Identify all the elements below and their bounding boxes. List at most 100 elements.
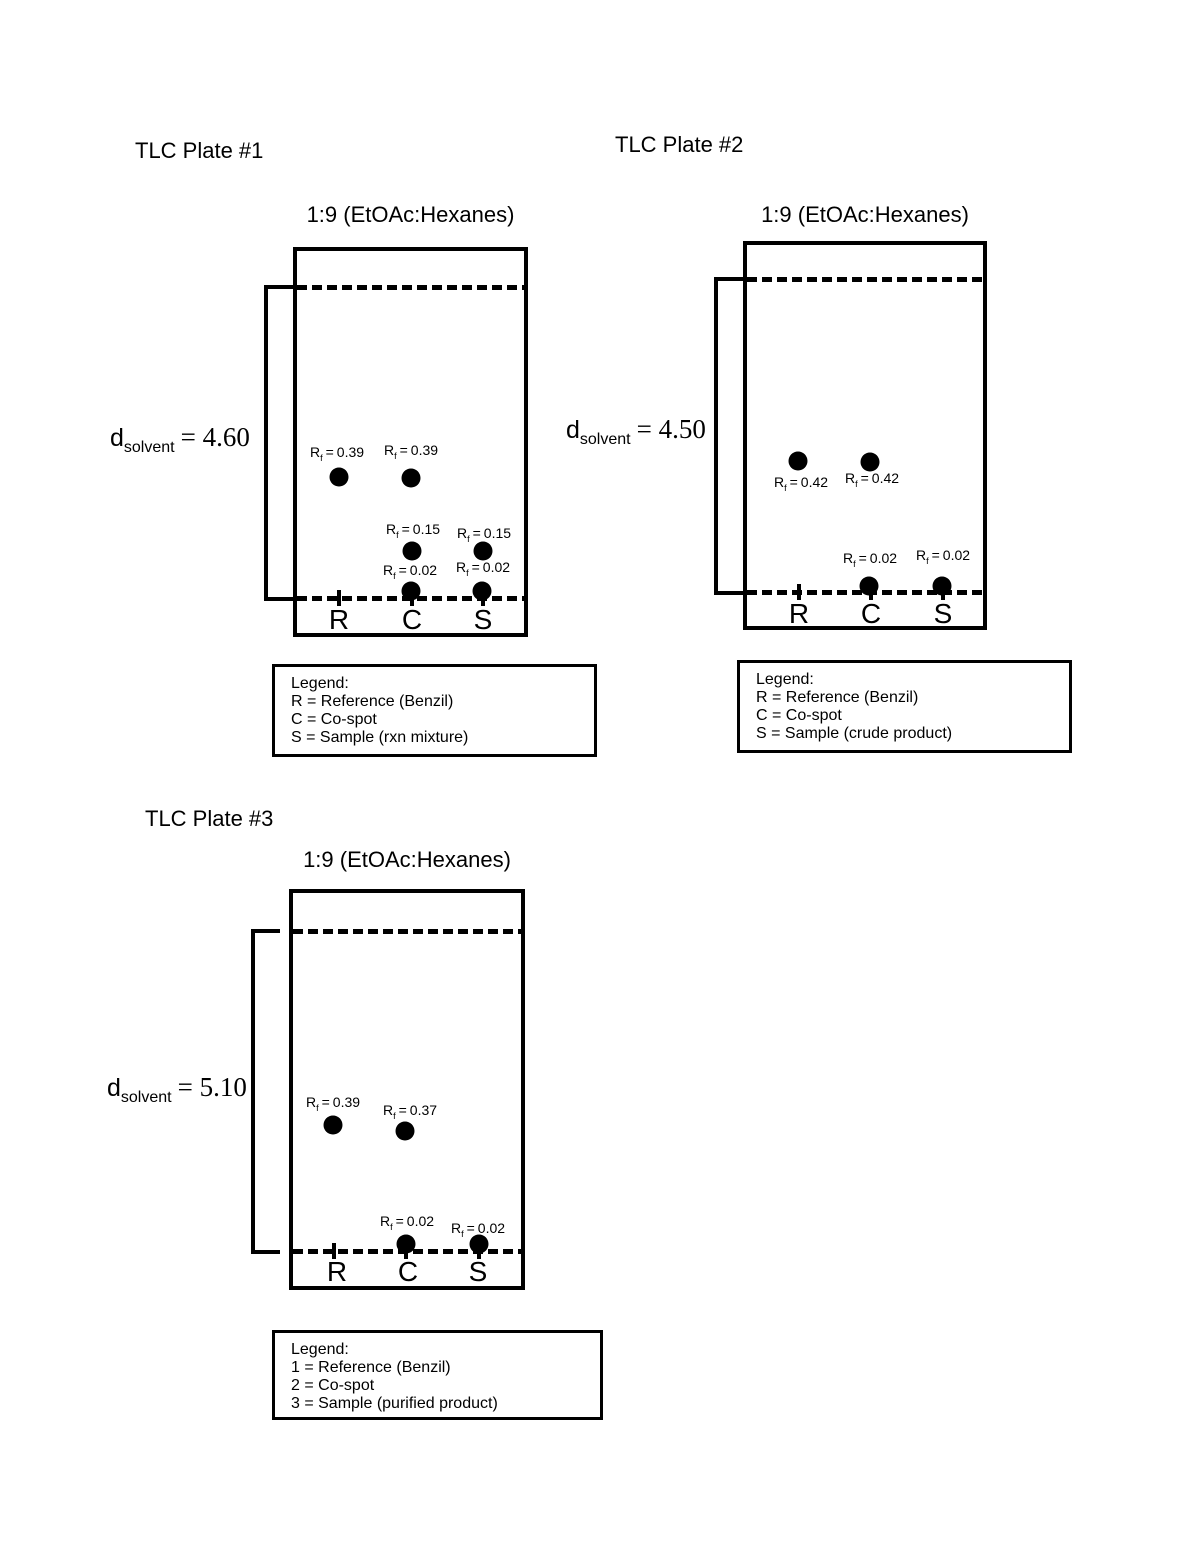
rf-value: 0.37 [409,1102,438,1118]
plate2-lane-label-s: S [933,598,953,629]
rf-symbol: R [450,1220,462,1236]
plate3-rf-label-c-002: Rf=0.02 [379,1213,435,1232]
plate2-spot-c-042 [860,452,880,472]
legend-item: S = Sample (crude product) [756,725,953,742]
legend-heading: Legend: [291,1341,349,1358]
plate1-rf-label-c-015: Rf=0.15 [385,521,441,540]
legend-item: 1 = Reference (Benzil) [291,1359,451,1376]
plate3-rf-label-c-037: Rf=0.37 [382,1102,438,1121]
plate3-spot-c-002 [396,1234,416,1254]
plate2-rf-label-r-042: Rf=0.42 [773,474,829,493]
rf-symbol: R [456,525,468,541]
plate3-measurement-bracket [251,929,280,1254]
plate1-outline [293,247,528,637]
plate3-spot-r-039 [323,1115,343,1135]
rf-value: 0.02 [482,559,511,575]
plate1-rf-label-c-039: Rf=0.39 [383,442,439,461]
rf-symbol: R [379,1213,391,1229]
plate3-solvent-front-line [293,929,521,934]
plate1-lane-label-s: S [473,604,493,635]
plate1-legend-box: Legend: R = Reference (Benzil) C = Co-sp… [272,664,597,757]
rf-symbol: R [383,442,395,458]
rf-value: 0.02 [869,550,898,566]
plate1-rf-label-c-002: Rf=0.02 [382,562,438,581]
plate1-lane-label-c: C [401,604,423,635]
rf-value: 0.15 [483,525,512,541]
plate1-spot-s-015 [473,541,493,561]
legend-item: 2 = Co-spot [291,1377,375,1394]
rf-symbol: R [773,474,785,490]
plate2-solvent-front-line [747,277,983,282]
rf-symbol: R [382,562,394,578]
plate1-rf-label-s-002: Rf=0.02 [455,559,511,578]
rf-symbol: R [382,1102,394,1118]
rf-symbol: R [842,550,854,566]
d-value: = 5.10 [177,1072,247,1102]
plate1-solvent-system-label: 1:9 (EtOAc:Hexanes) [306,202,515,227]
plate3-title: TLC Plate #3 [145,806,274,831]
d-base: d [107,1074,121,1102]
legend-item: 3 = Sample (purified product) [291,1395,498,1412]
legend-heading: Legend: [291,675,349,692]
plate3-outline [289,889,525,1290]
plate1-solvent-front-line [297,285,525,290]
plate2-lane-label-c: C [860,598,882,629]
d-base: d [110,424,124,452]
plate2-d-solvent-label: dsolvent = 4.50 [566,414,706,448]
plate1-spot-c-039 [401,468,421,488]
plate1-measurement-bracket [264,285,293,601]
plate2-rf-label-c-042: Rf=0.42 [844,470,900,489]
plate1-rf-label-r-039: Rf=0.39 [309,444,365,463]
plate2-outline [743,241,987,630]
plate3-lane-label-r: R [326,1256,348,1287]
rf-value: 0.02 [942,547,971,563]
rf-value: 0.42 [800,474,829,490]
rf-symbol: R [305,1094,317,1110]
plate3-d-solvent-label: dsolvent = 5.10 [107,1072,247,1106]
d-value: = 4.50 [636,414,706,444]
rf-value: 0.02 [409,562,438,578]
rf-value: 0.42 [871,470,900,486]
plate1-lane-label-r: R [328,604,350,635]
plate2-solvent-system-label: 1:9 (EtOAc:Hexanes) [761,202,969,227]
plate3-lane-label-c: C [397,1256,419,1287]
d-base: d [566,416,580,444]
plate2-title: TLC Plate #2 [615,132,744,157]
plate1-spot-c-002 [401,581,421,601]
d-value: = 4.60 [180,422,250,452]
rf-value: 0.39 [336,444,365,460]
rf-value: 0.02 [406,1213,435,1229]
plate3-rf-label-r-039: Rf=0.39 [305,1094,361,1113]
d-subscript: solvent [579,431,631,448]
rf-value: 0.15 [412,521,441,537]
legend-item: R = Reference (Benzil) [291,693,454,710]
plate2-rf-label-c-002: Rf=0.02 [842,550,898,569]
rf-symbol: R [309,444,321,460]
plate3-spot-s-002 [469,1234,489,1254]
rf-symbol: R [844,470,856,486]
d-subscript: solvent [123,439,175,456]
plate2-rf-label-s-002: Rf=0.02 [915,547,971,566]
plate2-spot-r-042 [788,451,808,471]
plate2-legend-box: Legend: R = Reference (Benzil) C = Co-sp… [737,660,1072,753]
plate1-spot-s-002 [472,581,492,601]
rf-value: 0.39 [410,442,439,458]
plate3-solvent-system-label: 1:9 (EtOAc:Hexanes) [303,847,511,872]
rf-symbol: R [915,547,927,563]
plate3-lane-label-s: S [468,1256,488,1287]
plate1-d-solvent-label: dsolvent = 4.60 [110,422,250,456]
rf-symbol: R [455,559,467,575]
plate1-title: TLC Plate #1 [135,138,264,163]
plate1-spot-r-039 [329,467,349,487]
plate2-spot-s-002 [932,576,952,596]
legend-item: R = Reference (Benzil) [756,689,919,706]
d-subscript: solvent [120,1089,172,1106]
legend-item: S = Sample (rxn mixture) [291,729,469,746]
plate1-rf-label-s-015: Rf=0.15 [456,525,512,544]
legend-item: C = Co-spot [756,707,842,724]
plate2-lane-label-r: R [788,598,810,629]
plate1-spot-c-015 [402,541,422,561]
plate3-spot-c-037 [395,1121,415,1141]
plate2-measurement-bracket [714,277,743,595]
